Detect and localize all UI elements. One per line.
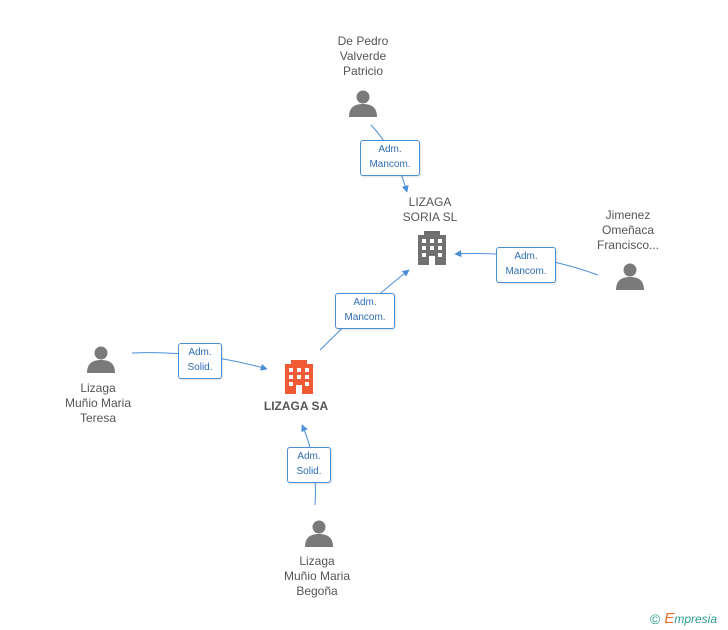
node-label-begona[interactable]: Lizaga Muñio Maria Begoña — [283, 554, 351, 598]
brand-logo: Empresia — [664, 610, 718, 627]
edge-label-jimenez: Adm. Mancom. — [496, 247, 556, 283]
building-icon-main[interactable] — [285, 360, 313, 394]
person-icon[interactable] — [616, 263, 644, 291]
node-label-jimenez[interactable]: Jimenez Omeñaca Francisco... — [596, 208, 659, 252]
person-icon[interactable] — [305, 520, 333, 548]
person-icon[interactable] — [87, 346, 115, 374]
person-icon[interactable] — [349, 90, 377, 118]
brand-footer: © Empresia — [650, 610, 717, 627]
edge-label-de-pedro: Adm. Mancom. — [360, 140, 420, 176]
node-label-de-pedro[interactable]: De Pedro Valverde Patricio — [337, 34, 389, 78]
edge-label-teresa: Adm. Solid. — [178, 343, 222, 379]
node-label-lizaga-sa[interactable]: LIZAGA SA — [263, 399, 329, 413]
copyright-icon: © — [650, 610, 661, 627]
edge-label-begona: Adm. Solid. — [287, 447, 331, 483]
edge-label-lizaga-sa: Adm. Mancom. — [335, 293, 395, 329]
building-icon[interactable] — [418, 231, 446, 265]
node-label-teresa[interactable]: Lizaga Muñio Maria Teresa — [64, 381, 132, 425]
node-label-lizaga-soria[interactable]: LIZAGA SORIA SL — [402, 195, 458, 224]
